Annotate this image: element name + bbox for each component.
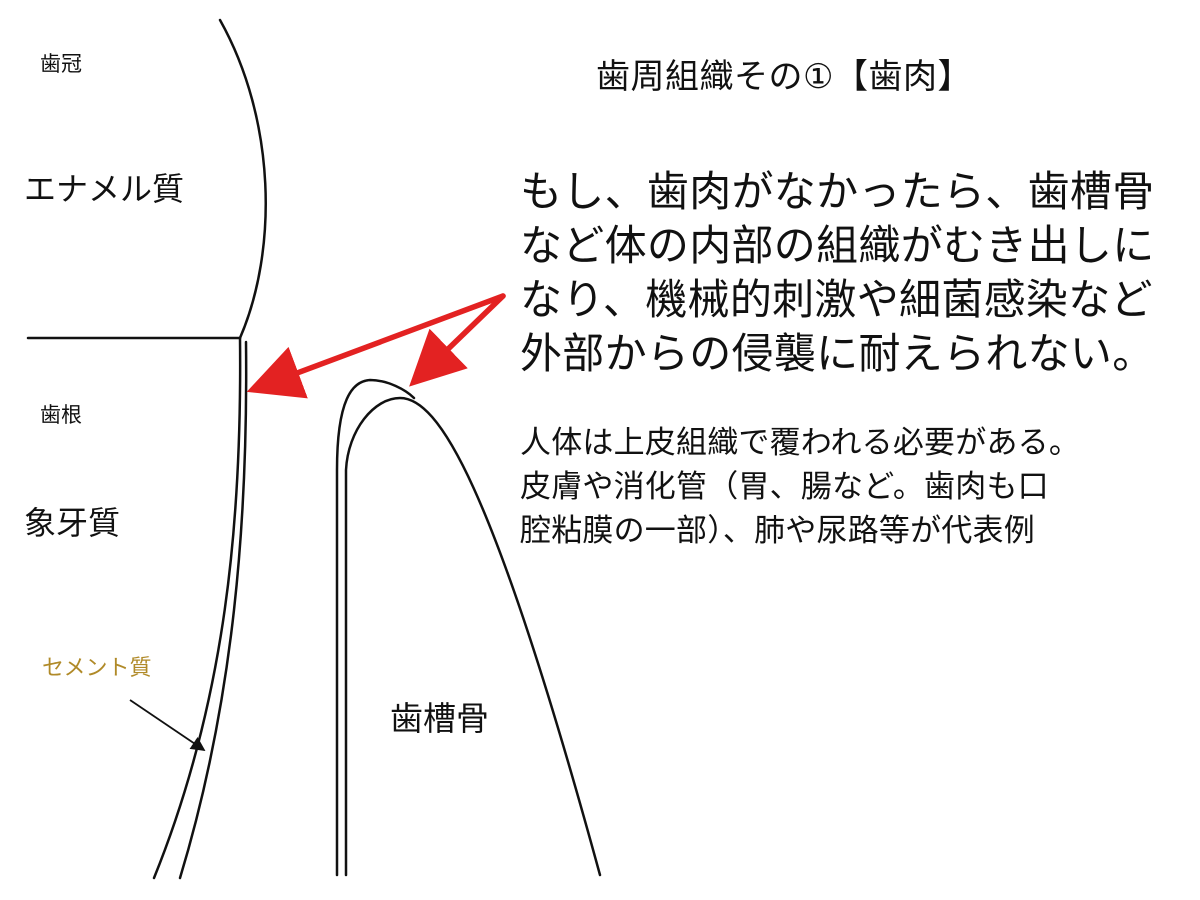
alveolar-bone-label: 歯槽骨 — [390, 699, 489, 738]
explanation-text-1: もし、歯肉がなかったら、歯槽骨 など体の内部の組織がむき出しに なり、機械的刺激… — [520, 165, 1155, 381]
gingiva-outline — [335, 378, 416, 877]
root-label: 歯根 — [40, 403, 82, 427]
dentin-label: 象牙質 — [24, 504, 121, 542]
gingiva-and-bone-outline — [335, 378, 602, 877]
arrow-to-tooth-gingival-margin — [246, 293, 506, 399]
cementum-label: セメント質 — [42, 656, 152, 681]
diagram-title: 歯周組織その①【歯肉】 — [596, 57, 972, 97]
cementum-outline — [178, 340, 248, 880]
explanation-line: もし、歯肉がなかったら、歯槽骨 — [520, 167, 1155, 216]
explanation-line: など体の内部の組織がむき出しに — [520, 221, 1155, 270]
explanation-line: 腔粘膜の一部）、肺や尿路等が代表例 — [520, 513, 1035, 549]
explanation-line: 皮膚や消化管（胃、腸など。歯肉も口 — [520, 469, 1049, 505]
crown-enamel-outline — [218, 18, 267, 340]
enamel-label: エナメル質 — [24, 170, 185, 208]
crown-label: 歯冠 — [40, 52, 82, 76]
root-dentin-outline — [152, 336, 242, 880]
explanation-text-2: 人体は上皮組織で覆われる必要がある。 皮膚や消化管（胃、腸など。歯肉も口 腔粘膜… — [520, 421, 1080, 553]
arrow-to-gingiva — [409, 293, 506, 387]
cementum-leader-line — [129, 699, 206, 752]
explanation-line: 人体は上皮組織で覆われる必要がある。 — [520, 425, 1081, 461]
alveolar-bone-outline — [344, 396, 602, 877]
indicator-arrows — [246, 293, 506, 399]
explanation-line: なり、機械的刺激や細菌感染など — [520, 275, 1153, 324]
tooth-outline — [26, 18, 267, 880]
explanation-line: 外部からの侵襲に耐えられない。 — [520, 329, 1155, 378]
